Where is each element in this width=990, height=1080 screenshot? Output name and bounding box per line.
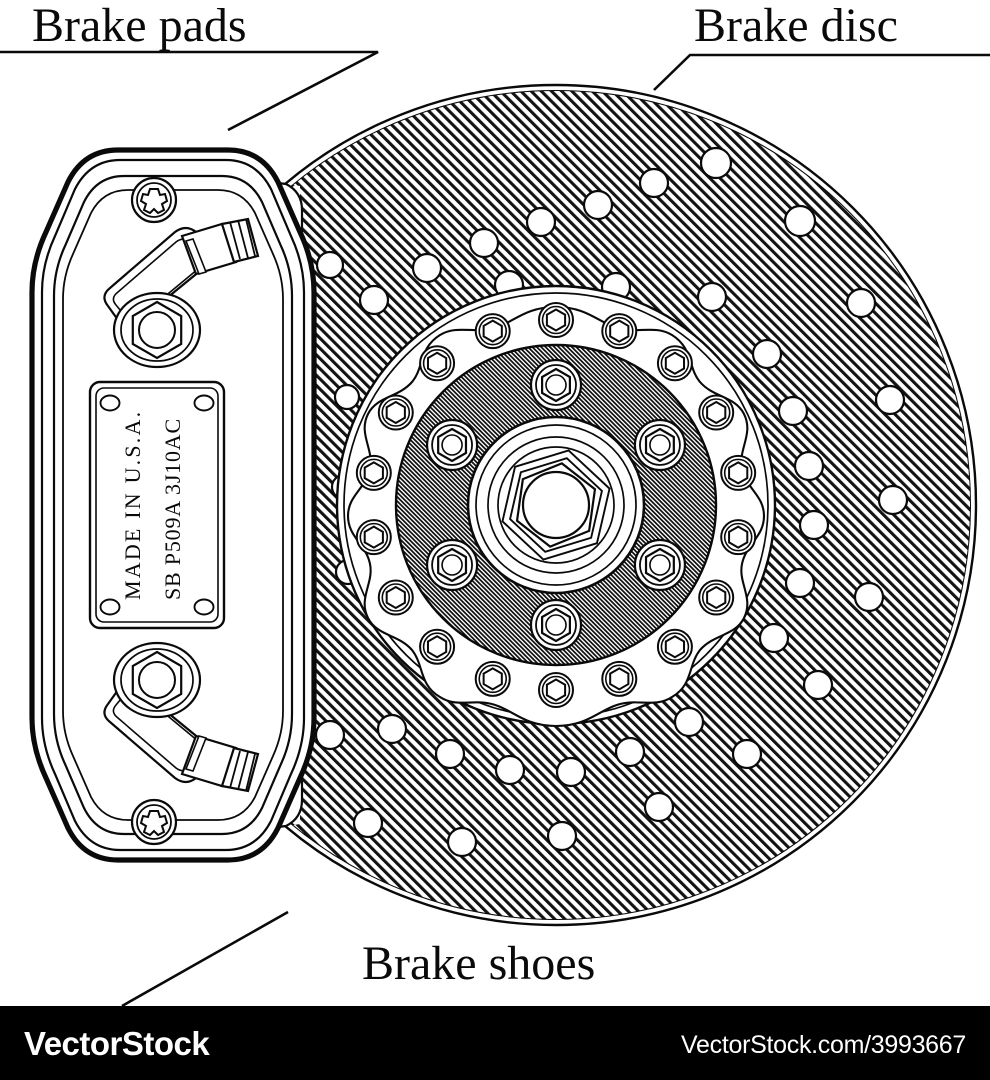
plate-line-1: MADE IN U.S.A. <box>120 410 145 600</box>
label-brake-pads: Brake pads <box>32 0 247 52</box>
caliper-torx-screw-top <box>130 176 178 224</box>
disc-drilled-holes <box>277 146 909 858</box>
hub-flange-bolt-circle <box>355 302 757 708</box>
label-brake-shoes: Brake shoes <box>362 937 596 990</box>
wheel-lug-bolts <box>425 358 687 652</box>
caliper-body-face-2 <box>62 189 284 821</box>
brake-caliper-group: MADE IN U.S.A. SB P509A 3J10AC <box>29 147 317 863</box>
wheel-hub-group <box>335 284 777 728</box>
caliper-hex-nut-top <box>112 291 202 369</box>
caliper-torx-screw-bottom <box>130 798 178 846</box>
watermark-url: VectorStock.com/3993667 <box>681 1031 966 1059</box>
callout-leaders <box>0 50 990 1008</box>
hub-centre-cap <box>466 415 646 595</box>
caliper-shell-inner-line <box>40 158 306 852</box>
watermark-brand: VectorStock <box>24 1025 210 1062</box>
label-brake-disc: Brake disc <box>694 0 898 52</box>
plate-line-2: SB P509A 3J10AC <box>160 418 185 600</box>
caliper-body-face <box>52 174 294 836</box>
caliper-hex-nut-bottom <box>112 641 202 719</box>
watermark-footer: VectorStock VectorStock.com/3993667 <box>0 1006 990 1080</box>
leader-brake-disc <box>653 53 990 91</box>
leader-brake-shoes <box>121 910 289 1008</box>
caliper-data-plate: MADE IN U.S.A. SB P509A 3J10AC <box>88 380 226 630</box>
leader-brake-pads <box>0 50 379 132</box>
